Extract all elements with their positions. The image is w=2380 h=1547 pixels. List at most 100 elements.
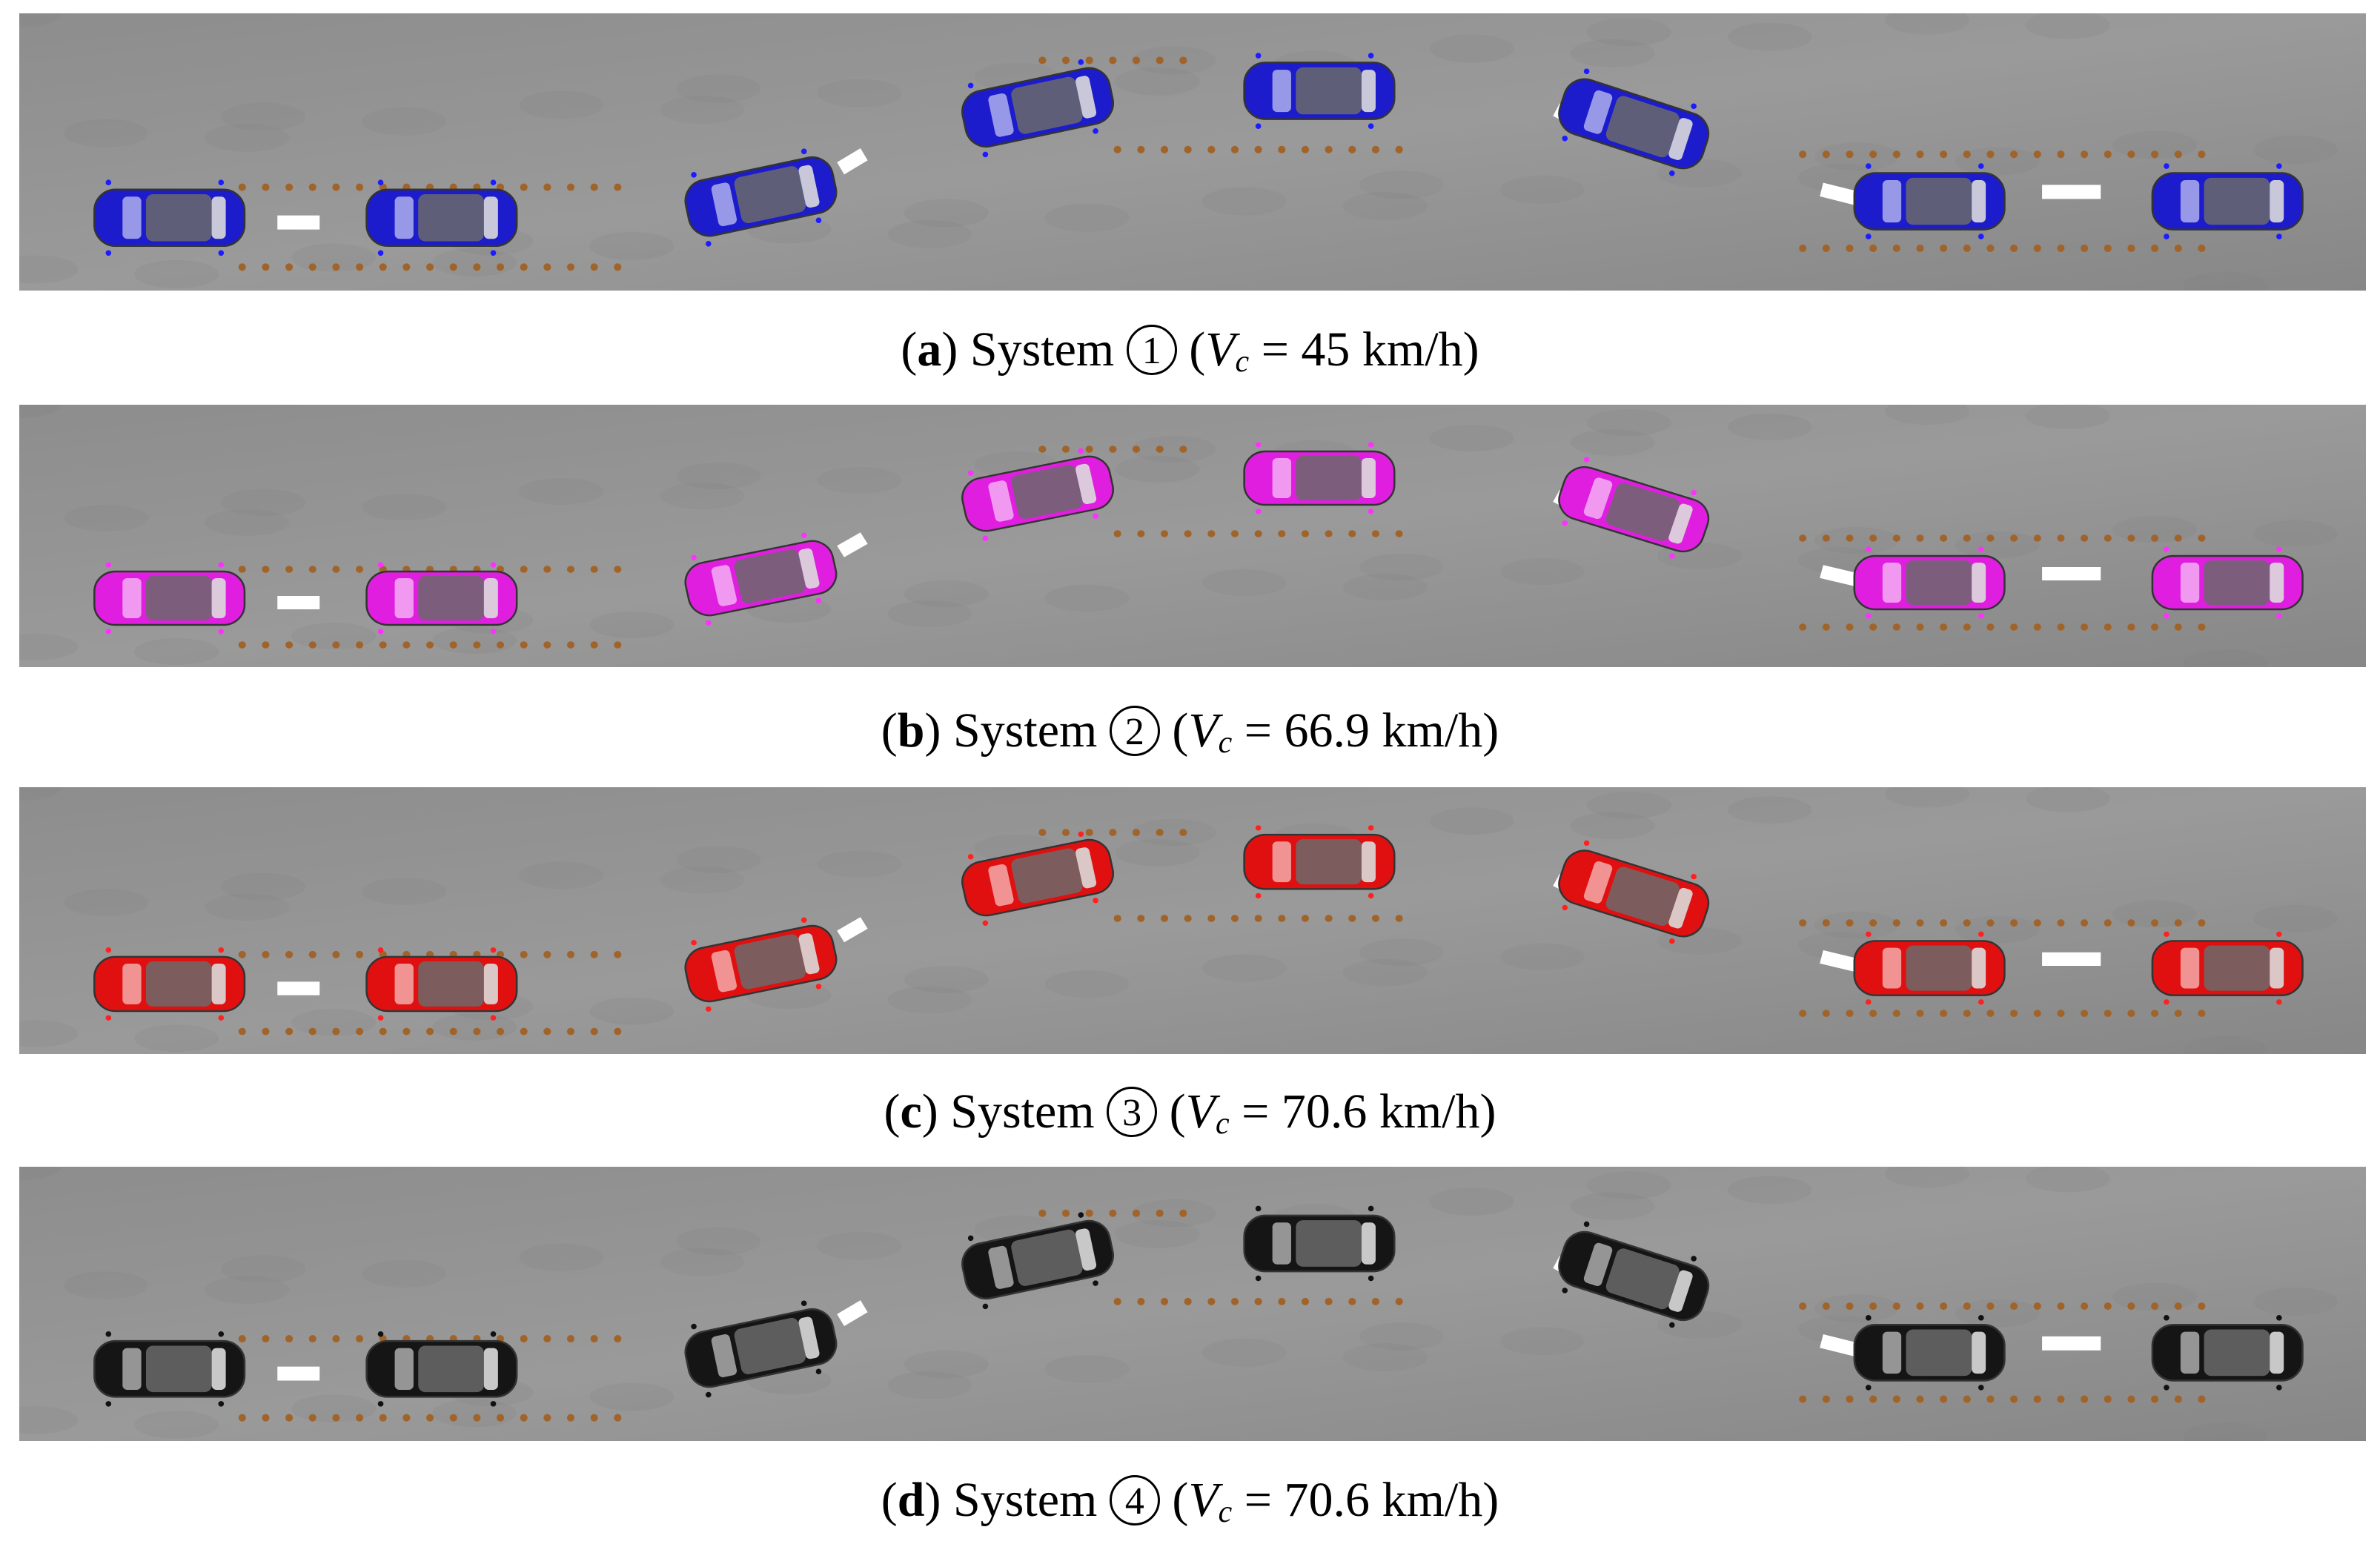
lane-marking	[837, 917, 868, 943]
traffic-cone	[1799, 244, 1807, 253]
traffic-cone	[1799, 1302, 1807, 1311]
traffic-cone	[1963, 1302, 1971, 1311]
traffic-cone	[2198, 1395, 2206, 1403]
traffic-cone	[1986, 1010, 1995, 1017]
traffic-cone	[2033, 919, 2041, 927]
traffic-cone	[520, 1335, 528, 1343]
traffic-cone	[1179, 445, 1187, 453]
traffic-cone	[285, 950, 294, 958]
traffic-cone	[473, 1414, 481, 1422]
scene-d	[19, 1167, 2366, 1441]
traffic-cone	[285, 641, 294, 649]
traffic-cone	[566, 183, 575, 191]
traffic-cone	[473, 263, 481, 271]
traffic-cone	[1038, 56, 1047, 64]
traffic-cone	[2104, 1395, 2112, 1403]
traffic-cone	[1822, 1395, 1830, 1403]
car	[1243, 1205, 1396, 1282]
traffic-cone	[1940, 534, 1948, 542]
traffic-cone	[543, 1414, 551, 1422]
traffic-cone	[2033, 534, 2041, 542]
traffic-cone	[1940, 1010, 1948, 1017]
lane-marking	[1820, 950, 1861, 973]
traffic-cone	[2057, 534, 2065, 542]
traffic-cone	[1892, 623, 1900, 631]
traffic-cone	[1822, 244, 1830, 253]
traffic-cone	[1395, 915, 1403, 922]
equals-sign: =	[1242, 1084, 1270, 1139]
traffic-cone	[308, 183, 316, 191]
traffic-cone	[2127, 534, 2135, 542]
traffic-cone	[262, 1414, 270, 1422]
traffic-cone	[1137, 1297, 1145, 1305]
traffic-cone	[1395, 145, 1403, 153]
car	[2151, 1315, 2304, 1391]
traffic-cone	[590, 263, 598, 271]
traffic-cone	[520, 566, 528, 573]
car	[1243, 53, 1396, 129]
traffic-cone	[285, 566, 294, 573]
traffic-cone	[1137, 145, 1145, 153]
traffic-cone	[1160, 1297, 1169, 1305]
car	[684, 917, 838, 1012]
traffic-cone	[238, 1027, 246, 1036]
traffic-cone	[543, 641, 551, 649]
traffic-cone	[1869, 534, 1877, 542]
traffic-cone	[1325, 1297, 1333, 1305]
car	[93, 179, 246, 256]
traffic-cone	[1846, 534, 1854, 542]
traffic-cone	[543, 950, 551, 958]
traffic-cone	[1179, 56, 1187, 64]
traffic-cone	[2150, 1395, 2159, 1403]
traffic-cone	[356, 950, 364, 958]
traffic-cone	[1963, 244, 1971, 253]
traffic-cone	[1916, 1395, 1924, 1403]
traffic-cone	[566, 263, 575, 271]
equals-sign: =	[1244, 1473, 1273, 1527]
traffic-cone	[1061, 829, 1070, 836]
traffic-cone	[590, 641, 598, 649]
traffic-cone	[285, 183, 294, 191]
traffic-cone	[1132, 445, 1141, 453]
traffic-cone	[1184, 530, 1192, 537]
traffic-cone	[2010, 919, 2018, 927]
traffic-cone	[356, 1414, 364, 1422]
system-number-badge: 4	[1109, 1475, 1160, 1526]
traffic-cone	[1963, 1010, 1971, 1017]
system-number-badge: 3	[1107, 1087, 1158, 1137]
traffic-cone	[1160, 530, 1169, 537]
equals-sign: =	[1261, 322, 1289, 377]
traffic-cone	[2174, 1010, 2182, 1017]
traffic-cone	[425, 263, 434, 271]
scene-b	[19, 405, 2366, 667]
traffic-cone	[1963, 150, 1971, 159]
traffic-cone	[238, 950, 246, 958]
traffic-cone	[1085, 56, 1093, 64]
car	[93, 562, 246, 635]
traffic-cone	[1038, 829, 1047, 836]
traffic-cone	[496, 263, 505, 271]
traffic-cone	[2104, 623, 2112, 631]
traffic-cone	[308, 641, 316, 649]
traffic-cone	[1822, 1302, 1830, 1311]
traffic-cone	[566, 1335, 575, 1343]
traffic-cone	[332, 263, 340, 271]
traffic-cone	[1940, 1395, 1948, 1403]
scene-panel-c	[19, 787, 2366, 1054]
caption-letter: c	[900, 1084, 922, 1139]
traffic-cone	[1230, 1297, 1239, 1305]
traffic-cone	[2104, 244, 2112, 253]
traffic-cone	[1348, 915, 1356, 922]
traffic-cone	[1179, 829, 1187, 836]
traffic-cone	[332, 1027, 340, 1036]
traffic-cone	[566, 566, 575, 573]
traffic-cone	[2057, 244, 2065, 253]
traffic-cone	[2174, 1302, 2182, 1311]
car	[2151, 931, 2304, 1005]
scene-panel-a	[19, 13, 2366, 291]
traffic-cone	[1113, 915, 1121, 922]
traffic-cone	[1109, 56, 1117, 64]
traffic-cone	[1916, 1010, 1924, 1017]
traffic-cone	[520, 1414, 528, 1422]
lane-marking	[837, 532, 868, 557]
